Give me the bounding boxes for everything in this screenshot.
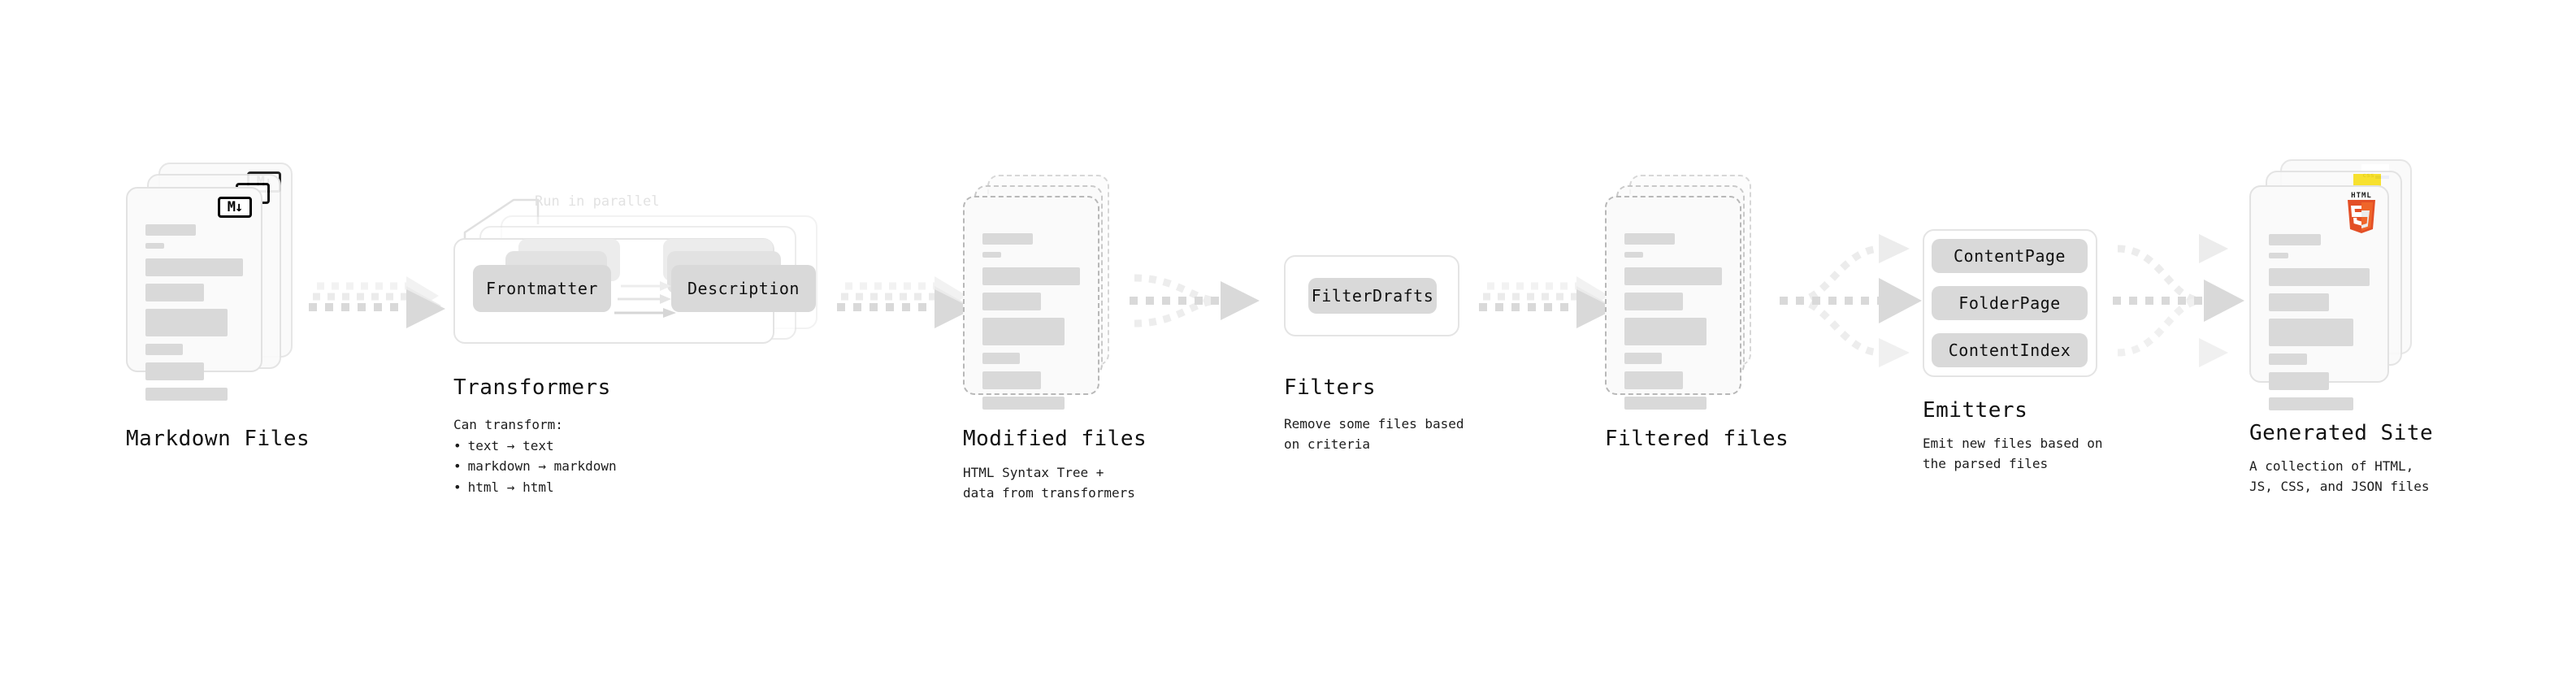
file-content-bars: [982, 233, 1080, 417]
transformers-sub-heading: Can transform:: [453, 417, 563, 432]
transformers-description: Can transform: text → text markdown → ma…: [453, 414, 617, 497]
filtered-files-stack: [1605, 175, 1784, 419]
arrow-filters-to-filtered: [1479, 276, 1615, 328]
emitter-chip-contentindex[interactable]: ContentIndex: [1932, 333, 2088, 367]
filters-description: Remove some files based on criteria: [1284, 416, 1464, 452]
markdown-badge-icon: M↓: [218, 197, 252, 218]
arrow-modified-to-filters: [1130, 274, 1260, 327]
markdown-files-stack: M↓ M↓ M↓: [126, 163, 305, 406]
filtered-file-card-front: [1605, 196, 1741, 410]
modified-file-card-front: [963, 196, 1099, 410]
transformer-chip-frontmatter[interactable]: Frontmatter: [473, 265, 611, 312]
filter-chip-filterdrafts[interactable]: FilterDrafts: [1308, 278, 1437, 314]
html5-logo-icon: HTML: [2344, 192, 2379, 234]
modified-files-stack: [963, 175, 1142, 419]
arrow-transformers-to-modified: [837, 276, 974, 328]
modified-files-description: HTML Syntax Tree + data from transformer…: [963, 465, 1135, 501]
filtered-files-title: Filtered files: [1605, 427, 1789, 451]
transform-item-2: html → html: [453, 477, 617, 498]
emitter-chip-contentpage[interactable]: ContentPage: [1932, 239, 2088, 273]
file-content-bars: [2269, 234, 2370, 418]
transformer-chip-description[interactable]: Description: [671, 265, 816, 312]
arrow-markdown-to-transformers: [309, 276, 445, 328]
emitter-chip-folderpage[interactable]: FolderPage: [1932, 286, 2088, 320]
arrow-filtered-to-emitters: [1780, 234, 1922, 367]
filters-title: Filters: [1284, 375, 1377, 400]
modified-files-title: Modified files: [963, 427, 1147, 451]
transformers-group: x x x x Frontmatter Description: [453, 215, 827, 370]
file-content-bars: [145, 224, 243, 408]
site-file-card-html: HTML: [2249, 185, 2389, 410]
transformer-inner-arrows: [614, 281, 676, 318]
transform-item-1: markdown → markdown: [453, 456, 617, 477]
html5-badge-label: HTML: [2351, 192, 2372, 200]
generated-site-title: Generated Site: [2249, 421, 2434, 445]
markdown-files-title: Markdown Files: [126, 427, 310, 451]
arrow-emitters-to-site: [2113, 234, 2244, 367]
emitters-description: Emit new files based on the parsed files: [1923, 436, 2103, 471]
generated-site-description: A collection of HTML, JS, CSS, and JSON …: [2249, 458, 2430, 494]
generated-site-stack: css HTML: [2249, 159, 2436, 411]
run-in-parallel-label: Run in parallel: [535, 193, 660, 210]
file-content-bars: [1624, 233, 1722, 417]
markdown-file-card-front: M↓: [126, 187, 262, 401]
emitters-title: Emitters: [1923, 398, 2028, 423]
transformers-title: Transformers: [453, 375, 611, 400]
transform-item-0: text → text: [453, 436, 617, 457]
